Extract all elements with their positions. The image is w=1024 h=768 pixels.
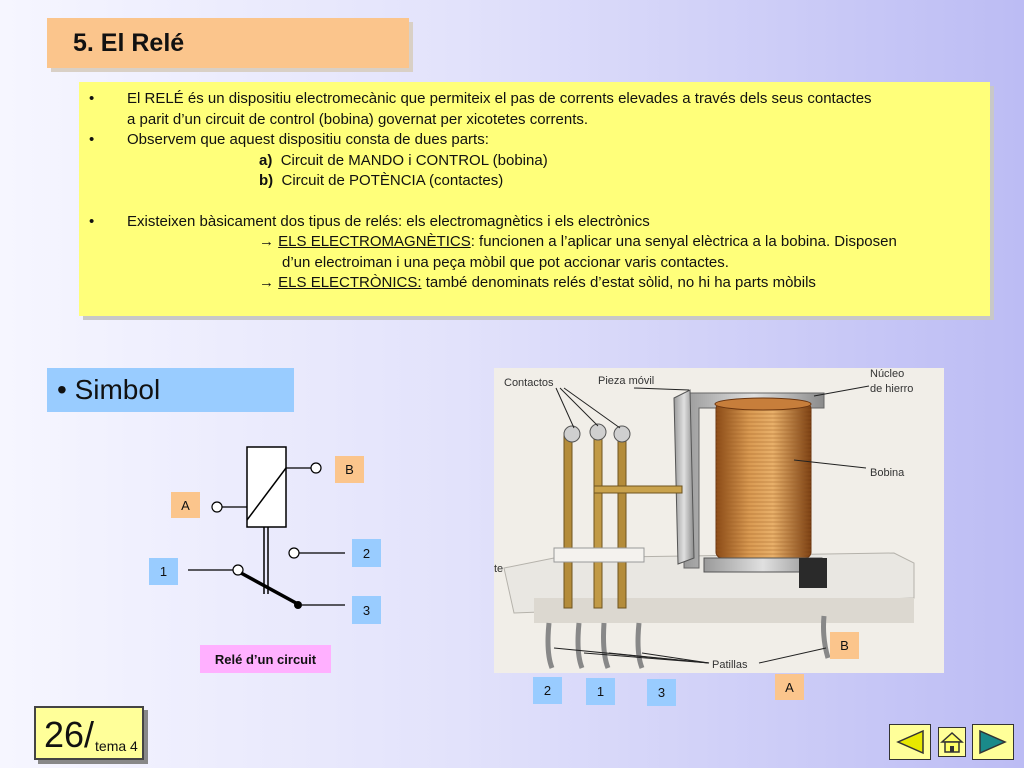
- relay-photo: Contactos Pieza móvil Núcleo de hierro B…: [494, 368, 944, 673]
- electronic-line: → ELS ELECTRÒNICS: també denominats relé…: [259, 274, 816, 291]
- photo-tag-a: A: [775, 674, 804, 700]
- contact-point-2: [589, 423, 607, 441]
- tag-2: 2: [352, 539, 381, 567]
- simbol-heading-box: • Simbol: [47, 368, 294, 412]
- contact-spring-1: [563, 432, 573, 609]
- home-icon: [940, 731, 964, 753]
- page-number-value: 26/: [44, 714, 95, 755]
- label-de-hierro: de hierro: [870, 383, 913, 395]
- photo-tag-1: 1: [586, 678, 615, 705]
- insulator: [553, 547, 645, 563]
- pin-2: [575, 622, 585, 669]
- tag-b: B: [335, 456, 364, 483]
- part-b: b) Circuit de POTÈNCIA (contactes): [259, 172, 504, 189]
- tag-1: 1: [149, 558, 178, 585]
- photo-tag-b: B: [830, 632, 859, 659]
- label-nucleo: Núcleo: [870, 368, 904, 380]
- pin-4: [635, 622, 645, 669]
- bullet-item: • Observem que aquest dispositiu consta …: [89, 131, 489, 148]
- coil-rect: [246, 446, 287, 528]
- terminal-a: [211, 501, 223, 513]
- tag-3: 3: [352, 596, 381, 624]
- contact-point-3: [613, 425, 631, 443]
- base-bottom: [534, 598, 914, 623]
- bullet-item: • El RELÉ és un dispositiu electromecàni…: [89, 90, 872, 128]
- label-pieza-movil: Pieza móvil: [598, 375, 654, 387]
- coil-windings: [716, 403, 811, 558]
- electromagnetic-line-2: d’un electroiman i una peça mòbil que po…: [282, 253, 729, 271]
- pointer-lines: [553, 385, 870, 664]
- terminal-3: [294, 601, 302, 609]
- prev-arrow-icon: [896, 729, 924, 755]
- contact-spring-3: [617, 432, 627, 609]
- label-te: te: [494, 563, 503, 575]
- prev-button[interactable]: [889, 724, 931, 760]
- relay-illustration: Contactos Pieza móvil Núcleo de hierro B…: [494, 368, 915, 671]
- contact-point-1: [563, 425, 581, 443]
- title-box: 5. El Relé: [47, 18, 409, 68]
- bullet-item: • Existeixen bàsicament dos tipus de rel…: [89, 212, 650, 230]
- label-patillas: Patillas: [712, 659, 748, 671]
- armature: [673, 389, 695, 565]
- electromagnetic-line: → ELS ELECTROMAGNÈTICS: funcionen a l’ap…: [259, 233, 897, 250]
- tag-a: A: [171, 492, 200, 518]
- label-bobina: Bobina: [870, 467, 905, 479]
- page-title: 5. El Relé: [73, 28, 185, 57]
- arrow-icon: →: [259, 274, 274, 291]
- pin-3: [601, 622, 611, 669]
- terminal-2: [288, 547, 300, 559]
- switch-blade: [240, 571, 297, 605]
- next-button[interactable]: [972, 724, 1014, 760]
- tema-label: tema 4: [95, 738, 138, 754]
- page-number: 26/tema 4: [34, 706, 144, 760]
- arrow-icon: →: [259, 233, 274, 250]
- contact-spring-2: [593, 437, 603, 609]
- simbol-heading: • Simbol: [57, 374, 161, 405]
- part-a: a) Circuit de MANDO i CONTROL (bobina): [259, 151, 548, 169]
- photo-tag-3: 3: [647, 679, 676, 706]
- frame: [683, 392, 825, 569]
- home-button[interactable]: [938, 727, 966, 757]
- next-arrow-icon: [979, 729, 1007, 755]
- symbol-caption: Relé d’un circuit: [200, 645, 331, 673]
- coil-top: [714, 397, 812, 411]
- photo-tag-2: 2: [533, 677, 562, 704]
- coil-diagonal: [246, 467, 287, 521]
- label-contactos: Contactos: [504, 377, 554, 389]
- pin-5: [821, 615, 831, 659]
- pin-1: [545, 622, 555, 669]
- terminal-block: [799, 558, 827, 588]
- terminal-1: [232, 564, 244, 576]
- terminal-b: [310, 462, 322, 474]
- actuator-bar: [593, 485, 683, 494]
- content-box: • El RELÉ és un dispositiu electromecàni…: [79, 82, 990, 316]
